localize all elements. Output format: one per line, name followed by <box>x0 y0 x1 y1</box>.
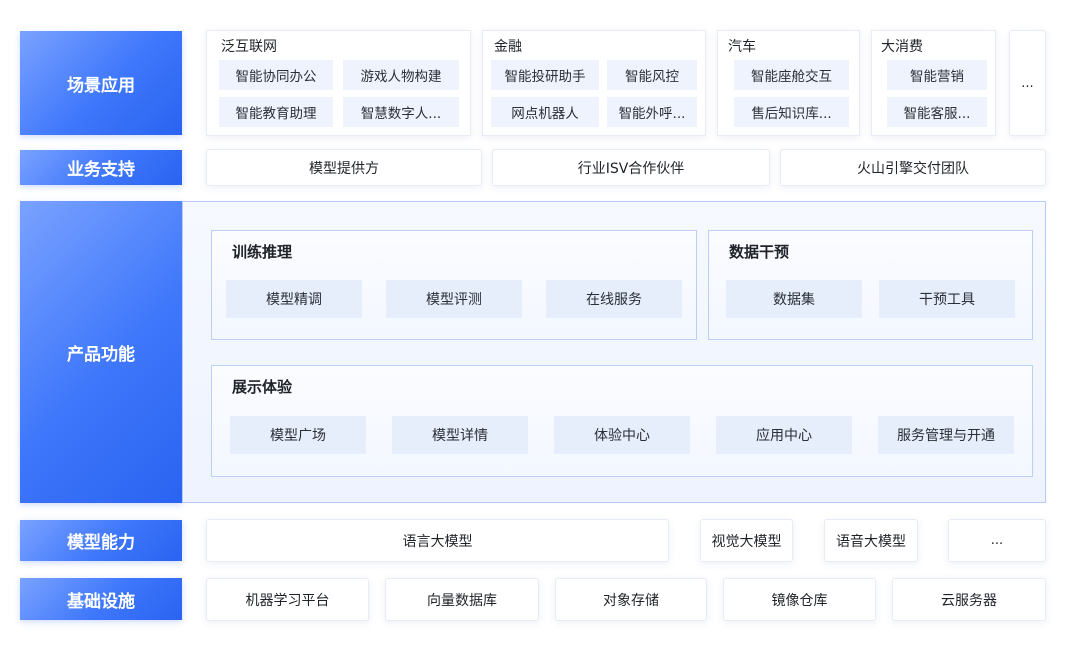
product-item: 服务管理与开通 <box>878 416 1014 454</box>
product-item: 模型广场 <box>230 416 366 454</box>
scene-item: 智能投研助手 <box>491 60 599 90</box>
product-item: 数据集 <box>726 280 862 318</box>
product-group-display: 展示体验 模型广场 模型详情 体验中心 应用中心 服务管理与开通 <box>211 365 1033 477</box>
scene-item: 网点机器人 <box>491 97 599 127</box>
support-item: 模型提供方 <box>206 149 482 186</box>
product-item: 体验中心 <box>554 416 690 454</box>
infra-item: 对象存储 <box>555 578 707 621</box>
product-item: 应用中心 <box>716 416 852 454</box>
product-group-title: 数据干预 <box>729 243 790 261</box>
layer-label-model: 模型能力 <box>20 520 182 561</box>
infra-item: 云服务器 <box>892 578 1046 621</box>
support-item: 行业ISV合作伙伴 <box>492 149 770 186</box>
scene-item: 智能风控 <box>607 60 697 90</box>
scene-group-internet: 泛互联网 智能协同办公 游戏人物构建 智能教育助理 智慧数字人... <box>206 30 471 136</box>
layer-label-product: 产品功能 <box>20 201 182 503</box>
scene-item: 智能外呼... <box>607 97 697 127</box>
infra-item: 镜像仓库 <box>723 578 876 621</box>
layer-label-infra: 基础设施 <box>20 578 182 620</box>
model-item: 语言大模型 <box>206 519 669 562</box>
infra-item: 向量数据库 <box>385 578 539 621</box>
product-item: 在线服务 <box>546 280 682 318</box>
support-item: 火山引擎交付团队 <box>780 149 1046 186</box>
scene-group-auto: 汽车 智能座舱交互 售后知识库... <box>717 30 860 136</box>
model-item: 视觉大模型 <box>700 519 793 562</box>
model-item: ... <box>948 519 1046 562</box>
product-item: 模型详情 <box>392 416 528 454</box>
scene-group-title: 大消费 <box>881 39 923 55</box>
layer-label-scene: 场景应用 <box>20 31 182 135</box>
scene-group-finance: 金融 智能投研助手 智能风控 网点机器人 智能外呼... <box>482 30 706 136</box>
scene-item: 智能客服... <box>887 97 987 127</box>
scene-item: 智能教育助理 <box>219 97 333 127</box>
product-item: 模型评测 <box>386 280 522 318</box>
product-item: 干预工具 <box>879 280 1015 318</box>
scene-item: 游戏人物构建 <box>343 60 459 90</box>
scene-item: 智慧数字人... <box>343 97 459 127</box>
scene-item: 智能座舱交互 <box>734 60 849 90</box>
product-group-title: 训练推理 <box>232 243 293 261</box>
scene-group-consumer: 大消费 智能营销 智能客服... <box>871 30 996 136</box>
scene-item: 售后知识库... <box>734 97 849 127</box>
scene-group-title: 汽车 <box>728 39 756 55</box>
scene-item: 智能协同办公 <box>219 60 333 90</box>
infra-item: 机器学习平台 <box>206 578 369 621</box>
scene-group-title: 金融 <box>494 39 522 55</box>
scene-group-title: 泛互联网 <box>221 39 277 55</box>
layer-label-support: 业务支持 <box>20 150 182 185</box>
product-item: 模型精调 <box>226 280 362 318</box>
scene-more: ... <box>1009 30 1046 136</box>
product-group-training: 训练推理 模型精调 模型评测 在线服务 <box>211 230 697 340</box>
model-item: 语音大模型 <box>824 519 918 562</box>
scene-item: 智能营销 <box>887 60 987 90</box>
product-group-data: 数据干预 数据集 干预工具 <box>708 230 1033 340</box>
product-group-title: 展示体验 <box>232 378 293 396</box>
